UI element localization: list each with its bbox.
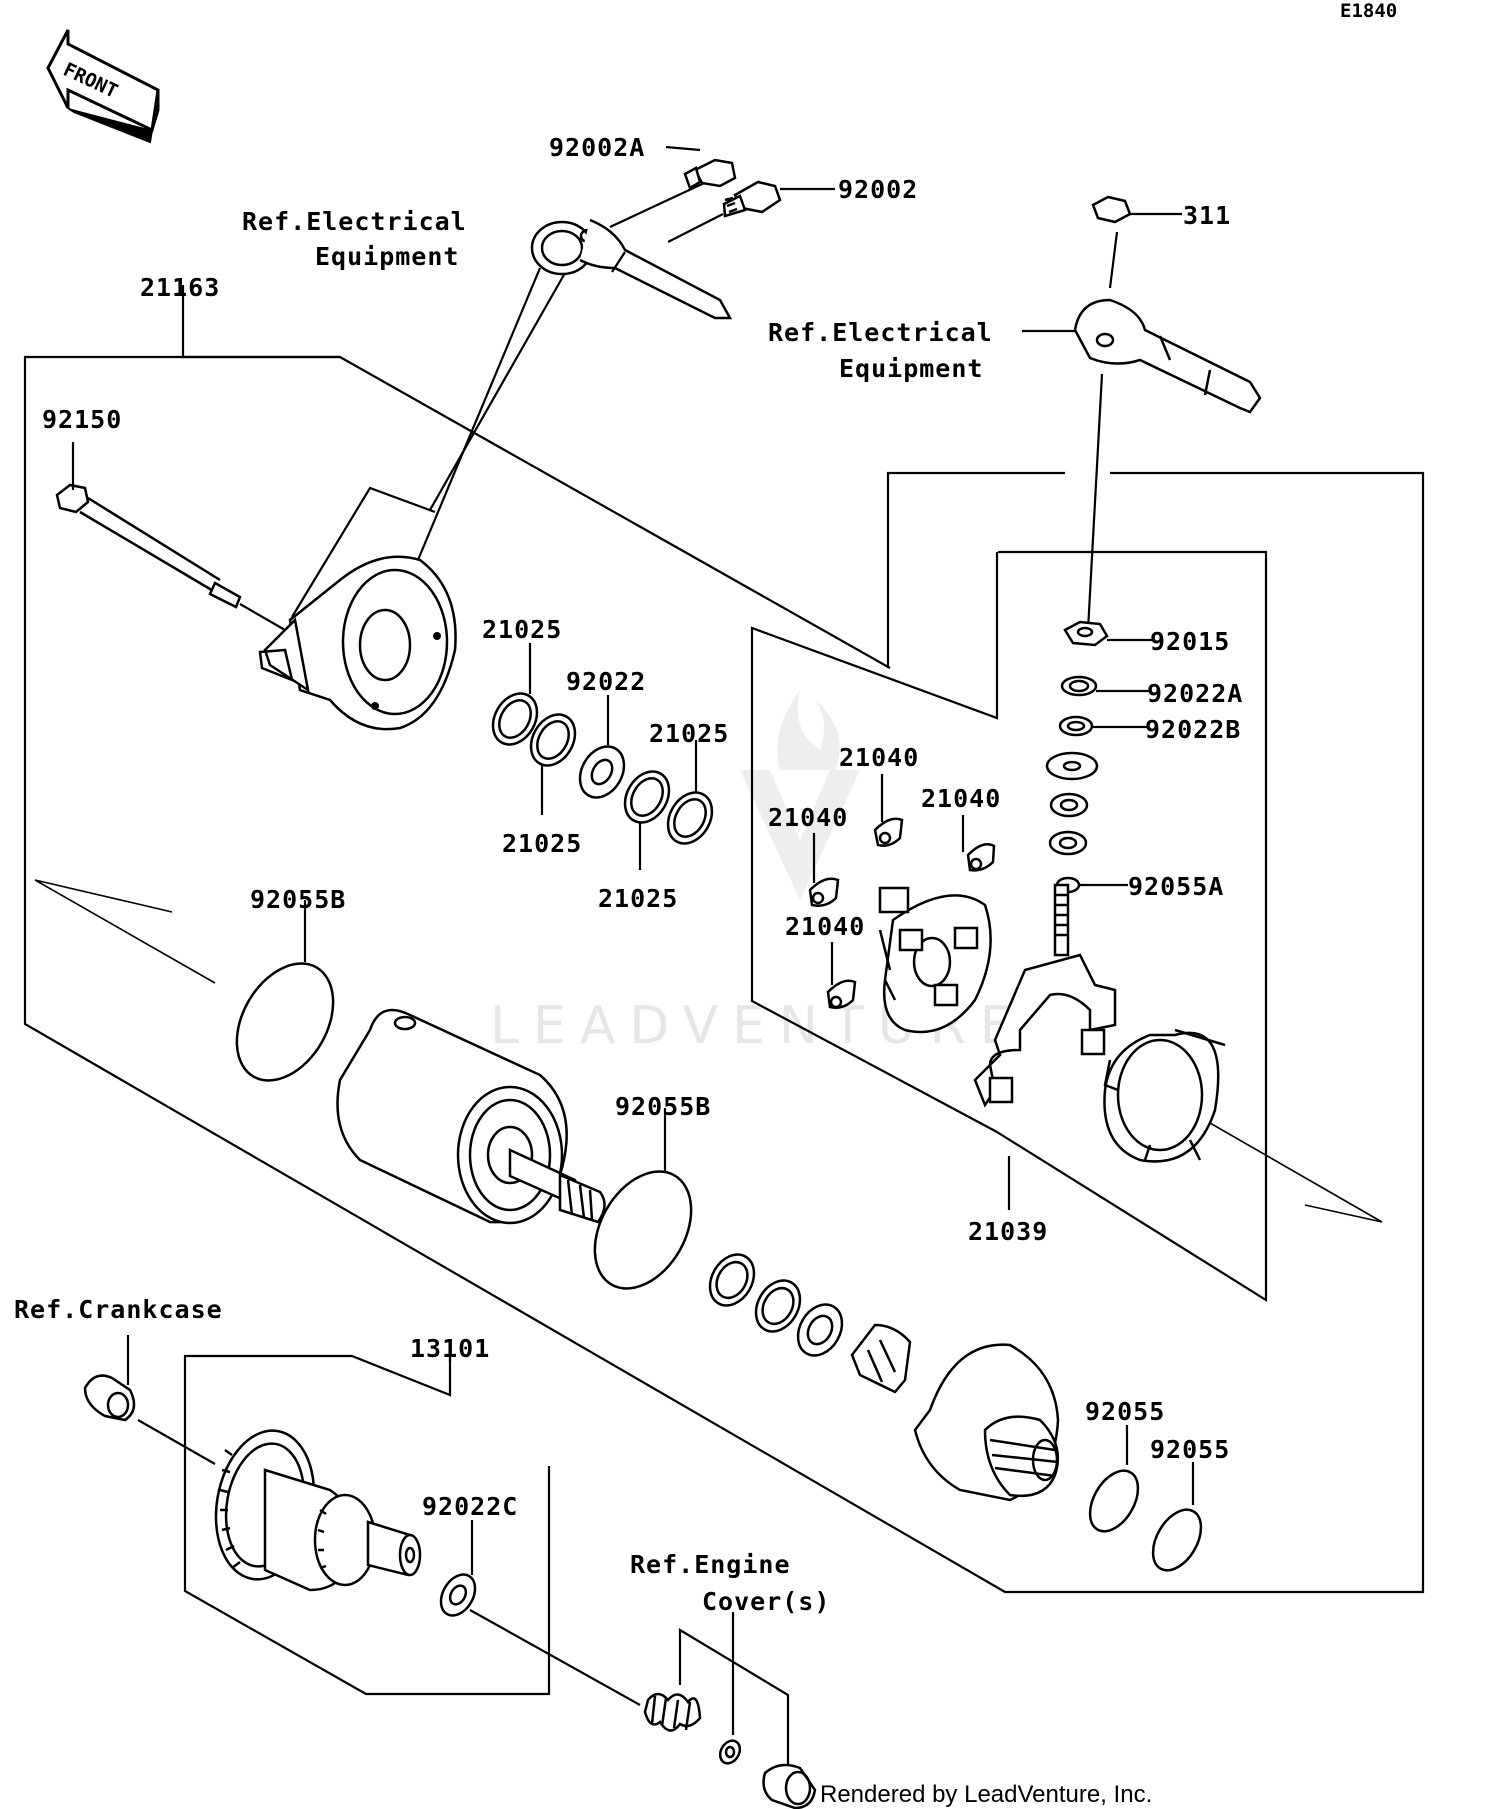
shim-washers-group: [491, 643, 714, 870]
bolt-92002A-icon: [683, 158, 737, 190]
label-ref-crankcase: Ref.Crankcase: [14, 1295, 223, 1324]
brush-holder-assembly: [808, 774, 1117, 1108]
spring-and-bushing: [643, 1692, 817, 1809]
cable-terminal-left: [393, 177, 733, 616]
label-92002A: 92002A: [549, 133, 645, 162]
label-92150: 92150: [42, 405, 122, 434]
label-92055-b: 92055: [1150, 1435, 1230, 1464]
label-92022A: 92022A: [1147, 679, 1243, 708]
thrust-washers-lower: [708, 1253, 912, 1394]
front-cover-housing: [913, 1343, 1060, 1502]
starter-clutch-gear-13101: [214, 1429, 422, 1592]
starter-yoke-armature: [336, 1008, 606, 1225]
label-ref-engine-cover-2: Cover(s): [702, 1587, 830, 1616]
crankcase-bushing: [83, 1335, 216, 1465]
label-21025-b: 21025: [649, 719, 729, 748]
cable-terminal-right: [1022, 195, 1262, 631]
terminal-nut-washer-stack: [1045, 620, 1155, 894]
front-arrow-icon: FRONT: [46, 29, 160, 144]
label-92022B: 92022B: [1145, 715, 1241, 744]
label-92002: 92002: [838, 175, 918, 204]
o-ring-92055-b: [1151, 1462, 1203, 1572]
assembly-frames: [23, 285, 1425, 1772]
long-bolt-92150: [55, 442, 286, 631]
label-ref-electrical-right-2: Equipment: [839, 354, 983, 383]
label-21025-a: 21025: [482, 615, 562, 644]
label-92055A: 92055A: [1128, 872, 1224, 901]
bolt-92002-icon: [722, 180, 782, 218]
label-21040-c: 21040: [768, 803, 848, 832]
label-92022C: 92022C: [422, 1492, 518, 1521]
label-13101: 13101: [410, 1334, 490, 1363]
part-labels: 92002A 92002 Ref.Electrical Equipment 31…: [14, 133, 1243, 1616]
rear-cover-housing: [258, 486, 457, 731]
label-ref-electrical-left-1: Ref.Electrical: [242, 207, 467, 236]
label-92055B-a: 92055B: [250, 885, 346, 914]
leadventure-credit: Rendered by LeadVenture, Inc.: [820, 1781, 1152, 1808]
o-ring-92055B-left: [235, 900, 335, 1082]
label-21163: 21163: [140, 273, 220, 302]
label-21040-d: 21040: [785, 912, 865, 941]
diagram-code: E1840: [1340, 0, 1397, 22]
label-21040-b: 21040: [921, 784, 1001, 813]
label-92015: 92015: [1150, 627, 1230, 656]
label-92055B-b: 92055B: [615, 1092, 711, 1121]
o-ring-92055-a: [1088, 1425, 1140, 1533]
label-ref-electrical-left-2: Equipment: [315, 242, 459, 271]
washer-92022C: [439, 1520, 641, 1706]
label-21025-d: 21025: [598, 884, 678, 913]
label-ref-electrical-right-1: Ref.Electrical: [768, 318, 993, 347]
label-92022: 92022: [566, 667, 646, 696]
brush-ring: [1103, 1028, 1226, 1163]
label-ref-engine-cover-1: Ref.Engine: [630, 1550, 791, 1579]
label-21025-c: 21025: [502, 829, 582, 858]
label-311: 311: [1183, 201, 1231, 230]
o-ring-92055B-right: [593, 1108, 693, 1290]
label-21039: 21039: [968, 1217, 1048, 1246]
label-92055-a: 92055: [1085, 1397, 1165, 1426]
label-21040-a: 21040: [839, 743, 919, 772]
